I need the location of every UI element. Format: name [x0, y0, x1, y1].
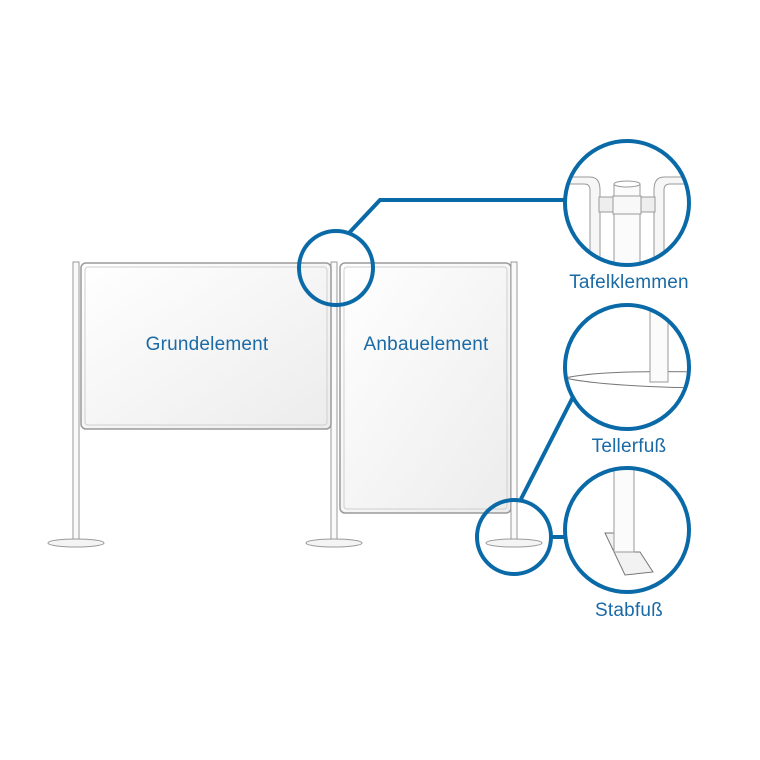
plate-foot-label: Tellerfuß: [591, 436, 667, 457]
clamp-highlight-circle: [297, 229, 375, 307]
board-clamps-label: Tafelklemmen: [569, 272, 689, 293]
foot-highlight-circle: [475, 498, 553, 576]
clamp-detail-circle: [563, 139, 691, 267]
clamp-detail: [567, 176, 687, 263]
plate-foot-detail: [567, 307, 687, 389]
extension-element-board: [339, 261, 543, 548]
main-element-board: [47, 261, 363, 548]
bar-foot-label: Stabfuß: [595, 600, 663, 621]
bar-foot-detail-circle: [563, 466, 691, 594]
bar-foot-detail: [604, 470, 654, 576]
extension-element-label: Anbauelement: [363, 334, 489, 355]
main-element-label: Grundelement: [145, 334, 269, 355]
plate-foot-detail-circle: [563, 303, 691, 431]
